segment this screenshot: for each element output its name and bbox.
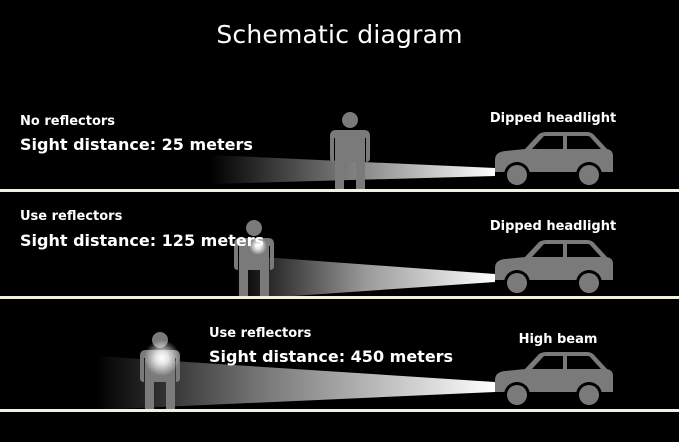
reflector-glow-2 <box>249 237 267 255</box>
car-2-icon <box>495 240 613 296</box>
diagram-title: Schematic diagram <box>216 20 463 49</box>
condition-label-2: Use reflectors <box>20 209 123 224</box>
sight-distance-label-3: Sight distance: 450 meters <box>209 347 454 366</box>
car-1-icon <box>495 132 613 188</box>
road-line-1 <box>0 189 679 192</box>
car-3-icon <box>495 352 613 408</box>
scenario-3 <box>0 332 679 412</box>
headlight-label-1: Dipped headlight <box>489 111 617 126</box>
headlight-beam-1 <box>210 155 495 184</box>
headlight-label-3: High beam <box>518 332 598 347</box>
road-line-2 <box>0 296 679 299</box>
sight-distance-label-1: Sight distance: 25 meters <box>20 135 253 154</box>
condition-label-3: Use reflectors <box>209 326 312 341</box>
headlight-beam-2 <box>235 255 495 300</box>
headlight-label-2: Dipped headlight <box>489 219 617 234</box>
condition-label-1: No reflectors <box>20 114 116 129</box>
sight-distance-label-2: Sight distance: 125 meters <box>20 231 265 250</box>
road-line-3 <box>0 409 679 412</box>
headlight-beam-3 <box>95 356 495 410</box>
reflector-glow-3 <box>144 340 180 376</box>
scenario-1 <box>0 112 679 192</box>
scenario-2 <box>0 220 679 300</box>
